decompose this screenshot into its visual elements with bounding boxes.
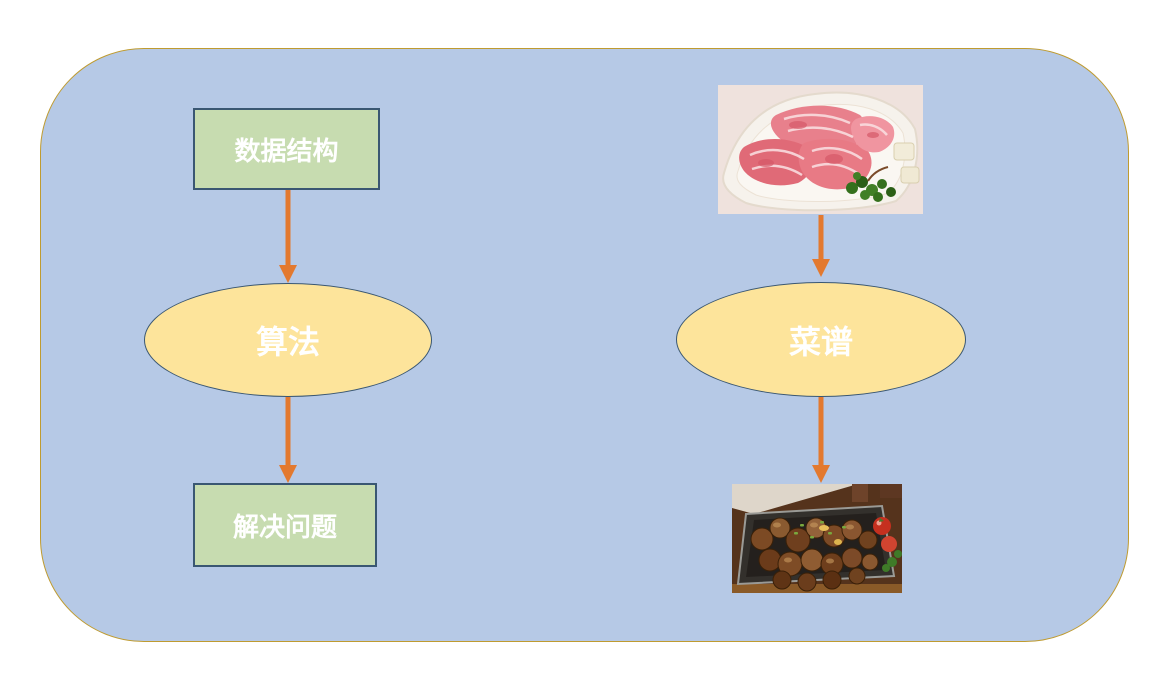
cooked-dish-image xyxy=(732,484,902,593)
down-arrow xyxy=(279,190,297,283)
solve-problem-label: 解决问题 xyxy=(232,511,337,542)
algorithm-ellipse: 算法 xyxy=(144,283,432,397)
raw-meat-image xyxy=(718,85,923,214)
down-arrow xyxy=(812,215,830,277)
solve-problem-box: 解决问题 xyxy=(193,483,377,567)
recipe-label: 菜谱 xyxy=(788,323,853,360)
down-arrow xyxy=(279,397,297,483)
recipe-ellipse: 菜谱 xyxy=(676,282,966,397)
algorithm-label: 算法 xyxy=(255,324,320,360)
data-structure-label: 数据结构 xyxy=(234,135,339,166)
data-structure-box: 数据结构 xyxy=(193,108,380,190)
down-arrow xyxy=(812,397,830,483)
